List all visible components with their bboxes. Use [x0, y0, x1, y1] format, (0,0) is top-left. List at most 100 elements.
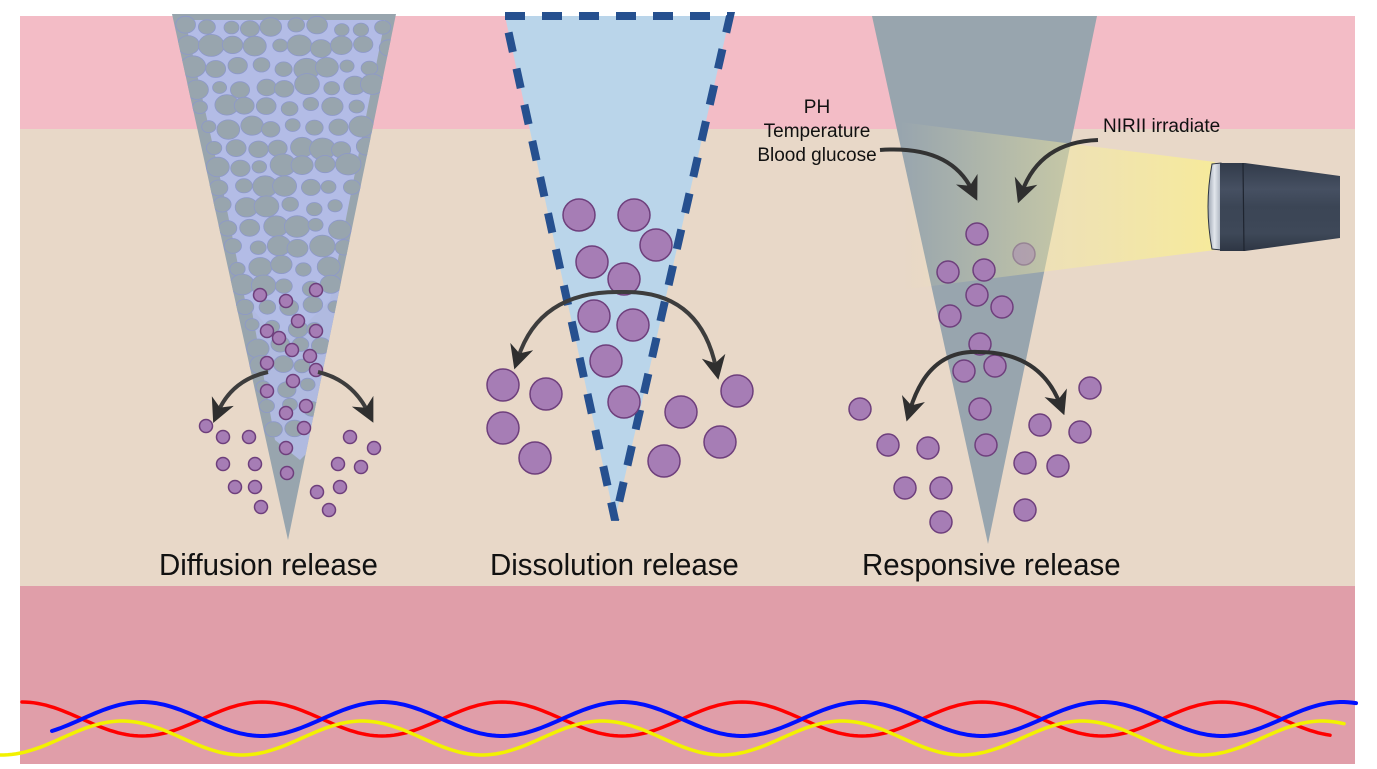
pore: [321, 96, 344, 116]
drug-particle: [929, 510, 953, 534]
drug-particle: [298, 398, 314, 414]
drug-particle: [936, 260, 960, 284]
pore: [281, 196, 299, 212]
drug-particle: [575, 245, 609, 279]
drug-particle: [1078, 376, 1102, 400]
pore: [287, 17, 306, 33]
pore: [235, 178, 253, 194]
drug-particle: [215, 456, 231, 472]
drug-particle: [302, 348, 318, 364]
pore: [294, 73, 320, 95]
drug-particle: [342, 429, 358, 445]
drug-particle: [252, 287, 268, 303]
drug-particle: [227, 479, 243, 495]
pore: [239, 218, 261, 237]
laser-ring-icon: [1207, 162, 1222, 251]
pore: [264, 421, 283, 438]
pore: [293, 358, 311, 374]
pore: [256, 78, 277, 97]
diffusion-release-label: Diffusion release: [159, 547, 378, 582]
pore: [328, 219, 352, 240]
pore: [218, 220, 238, 237]
drug-particle: [332, 479, 348, 495]
drug-particle: [562, 198, 596, 232]
pore: [342, 179, 361, 195]
drug-particle: [938, 304, 962, 328]
subcutaneous-layer: [20, 586, 1355, 764]
drug-particle: [518, 441, 552, 475]
diffusion-particles: [198, 282, 382, 518]
drug-particle: [1068, 420, 1092, 444]
drug-particle: [1013, 451, 1037, 475]
drug-particle: [974, 433, 998, 457]
pore: [242, 35, 267, 57]
drug-particle: [577, 299, 611, 333]
nir-laser-device: [1207, 162, 1340, 252]
stimulus-arrow-left: [879, 147, 978, 201]
pore: [230, 159, 251, 177]
pore: [227, 56, 248, 75]
drug-particle: [278, 293, 294, 309]
drug-particle: [247, 456, 263, 472]
drug-particle: [1046, 454, 1070, 478]
laser-body-icon: [1220, 163, 1340, 251]
vessel-blue: [50, 700, 1358, 738]
drug-particle: [247, 479, 263, 495]
pore: [176, 35, 200, 55]
drug-particle: [279, 465, 295, 481]
pore: [255, 97, 277, 115]
responsive-microneedle: [848, 16, 1215, 544]
drug-particle: [486, 368, 520, 402]
pore: [309, 39, 332, 58]
pore: [249, 240, 267, 255]
pore: [272, 175, 298, 197]
pore: [348, 115, 375, 138]
pore: [248, 140, 269, 159]
pore: [330, 35, 353, 56]
pore: [221, 35, 244, 55]
pore: [192, 100, 208, 114]
drug-particle: [972, 258, 996, 282]
release-arrow-right: [977, 350, 1067, 416]
drug-particle: [259, 355, 275, 371]
pore: [197, 19, 216, 35]
nir-irradiate-label: NIRII irradiate: [1103, 116, 1221, 137]
pore: [305, 119, 324, 136]
release-arrow-left: [211, 370, 269, 423]
drug-particle: [366, 440, 382, 456]
pore: [302, 295, 324, 314]
drug-particle: [990, 295, 1014, 319]
pore: [259, 17, 283, 37]
drug-particle: [703, 425, 737, 459]
pore: [274, 80, 295, 98]
pore: [272, 38, 289, 53]
dissolution-microneedle: [486, 12, 754, 521]
pore: [302, 97, 320, 112]
pore: [258, 399, 275, 413]
pore: [300, 178, 321, 196]
pore: [320, 180, 337, 194]
pore: [283, 215, 311, 238]
stimulus-arrow-right: [1014, 138, 1099, 204]
pore: [360, 60, 379, 76]
stimulus-temperature: Temperature: [763, 121, 871, 142]
pore: [244, 318, 260, 332]
pore: [273, 355, 294, 373]
pore: [274, 61, 293, 77]
pore: [314, 57, 339, 78]
pore: [348, 99, 365, 114]
drug-particle: [1028, 413, 1052, 437]
drug-particle: [285, 373, 301, 389]
drug-particle: [284, 342, 300, 358]
drug-particle: [330, 456, 346, 472]
drug-particle: [929, 476, 953, 500]
pore: [229, 273, 255, 296]
pore: [258, 299, 277, 315]
pore: [261, 121, 281, 138]
drug-particle: [893, 476, 917, 500]
pore: [212, 196, 232, 213]
stimulus-blood-glucose: Blood glucose: [757, 145, 877, 166]
pore: [374, 19, 392, 35]
pore: [252, 57, 271, 73]
pore: [198, 34, 225, 57]
